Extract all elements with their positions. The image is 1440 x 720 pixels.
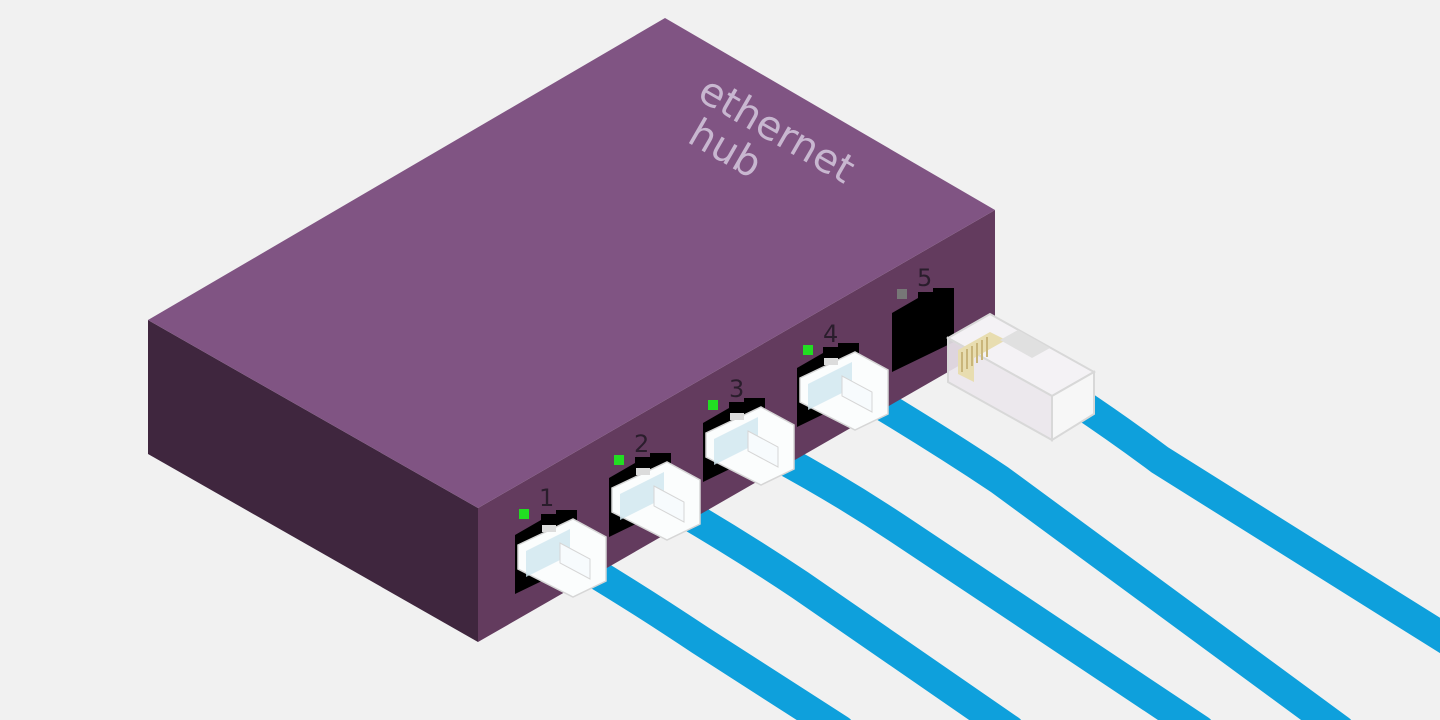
port-3-led bbox=[708, 400, 718, 410]
plug-4-latch bbox=[824, 358, 838, 365]
port-5-plug[interactable] bbox=[945, 312, 1097, 442]
cable-5[interactable] bbox=[1060, 385, 1440, 654]
plug-4-window bbox=[808, 362, 852, 410]
port-5-number: 5 bbox=[917, 264, 932, 292]
plug-5-contacts bbox=[958, 332, 1006, 382]
plug-5-latch bbox=[1000, 330, 1050, 358]
port-4-number: 4 bbox=[823, 320, 838, 348]
port-1-led bbox=[519, 509, 529, 519]
port-2-plug bbox=[611, 461, 701, 541]
port-4-led bbox=[803, 345, 813, 355]
plug-1-boot bbox=[559, 542, 591, 580]
port-2-number: 2 bbox=[634, 430, 649, 458]
plug-1-latch bbox=[542, 525, 556, 532]
plug-5-pins bbox=[961, 337, 988, 372]
hub-left-face bbox=[148, 320, 478, 642]
cable-2[interactable] bbox=[665, 495, 1022, 720]
port-2[interactable]: 2 bbox=[609, 430, 701, 541]
port-5-jack bbox=[892, 288, 954, 372]
port-3-plug bbox=[705, 406, 795, 486]
port-4-plug bbox=[799, 351, 889, 431]
plug-4-boot bbox=[841, 375, 873, 413]
port-5-led bbox=[897, 289, 907, 299]
plug-2-boot bbox=[653, 485, 685, 523]
plug-1-window bbox=[526, 529, 570, 577]
port-1-plug bbox=[517, 518, 607, 598]
plug-3-window bbox=[714, 417, 758, 465]
plug-3-latch bbox=[730, 413, 744, 420]
port-2-led bbox=[614, 455, 624, 465]
port-1-number: 1 bbox=[539, 484, 554, 512]
port-1[interactable]: 1 bbox=[515, 484, 607, 598]
port-3[interactable]: 3 bbox=[703, 375, 795, 486]
port-5[interactable]: 5 bbox=[892, 264, 954, 372]
port-4[interactable]: 4 bbox=[797, 320, 889, 431]
plug-2-window bbox=[620, 472, 664, 520]
port-3-number: 3 bbox=[729, 375, 744, 403]
plug-2-latch bbox=[636, 468, 650, 475]
hub-top-face bbox=[148, 18, 995, 508]
plug-5-side bbox=[1051, 370, 1095, 442]
plug-3-boot bbox=[747, 430, 779, 468]
